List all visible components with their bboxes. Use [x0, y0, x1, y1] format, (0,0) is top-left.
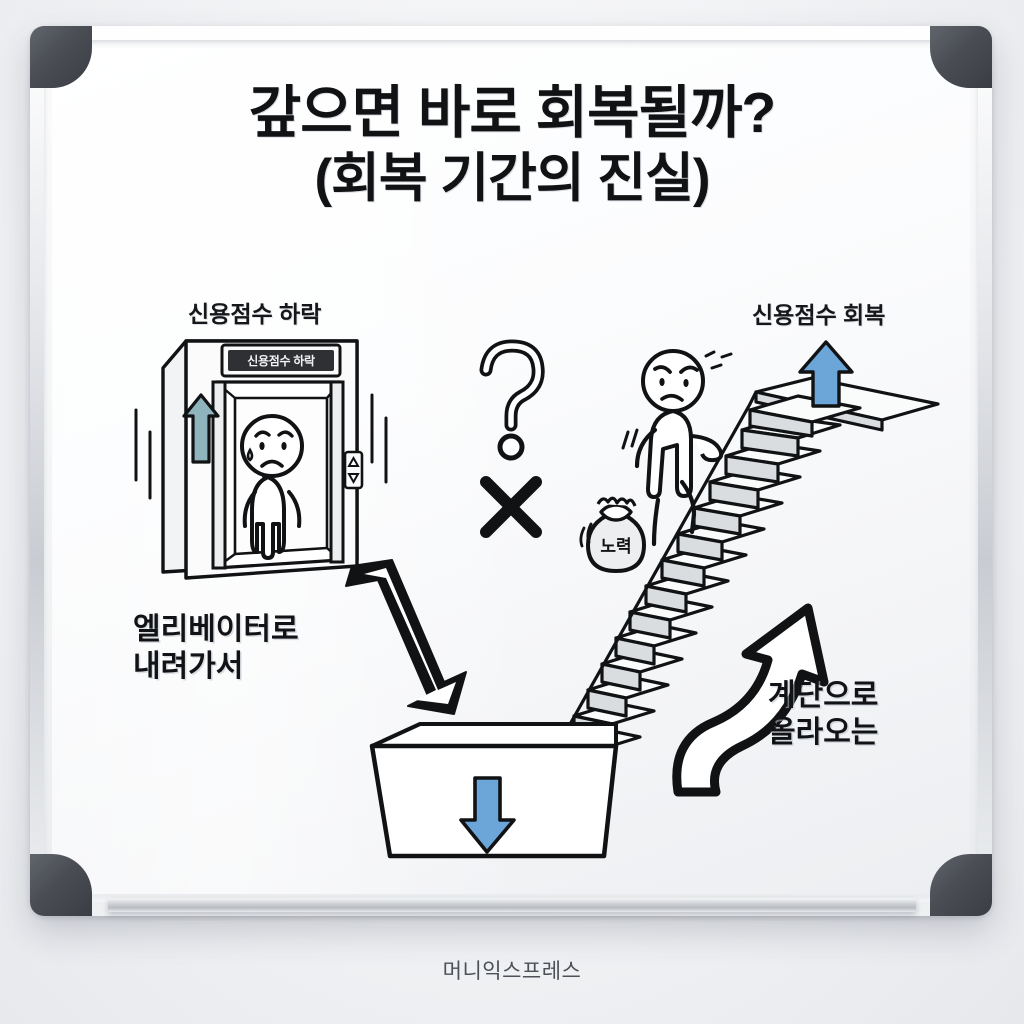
- climber-eye-right: [683, 379, 689, 387]
- caption-elevator-down: 엘리베이터로 내려가서: [133, 612, 299, 685]
- climber-arm-back: [634, 427, 658, 469]
- step-riser: [748, 408, 814, 438]
- elevator-button-down-icon[interactable]: [347, 473, 360, 485]
- caption-stairs-up: 계단으로 올라오는: [768, 678, 878, 751]
- figure-body: [250, 474, 286, 560]
- money-bag-tie: [596, 496, 637, 507]
- climber-sweat-marks: [704, 350, 733, 370]
- money-bag-motion-lines: [579, 522, 593, 548]
- effort-money-bag: [579, 496, 646, 573]
- descent-arrow-hollow: [364, 568, 456, 704]
- step-riser: [628, 610, 672, 640]
- stairs-climb-arrow-icon: [672, 603, 829, 797]
- climber-eyebrow-left: [653, 365, 672, 374]
- caption-stairs-line-1: 계단으로: [768, 679, 879, 712]
- climber-eyebrow-right: [679, 365, 699, 374]
- step-riser: [586, 688, 628, 718]
- money-bag-body: [586, 511, 646, 573]
- pit-top-rim: [370, 722, 618, 748]
- step-riser: [660, 558, 706, 588]
- step-riser: [676, 532, 724, 562]
- center-symbols: [479, 339, 545, 538]
- caption-elevator-line-2: 내려가서: [133, 649, 244, 683]
- money-bag-label-wrap: 노력: [588, 531, 644, 557]
- step-riser: [740, 428, 800, 458]
- elevator-display-text: 신용점수 하락: [247, 354, 315, 368]
- figure-eyebrow-right: [277, 430, 294, 438]
- debt-pit: [369, 722, 619, 859]
- figure-eye-right: [281, 442, 287, 450]
- figure-arm-left: [242, 490, 257, 528]
- climber-leg-back: [651, 497, 661, 547]
- question-mark-inner-highlight: [483, 343, 541, 428]
- climber-grimace-mouth: [660, 393, 684, 402]
- elevator-up-arrow-icon: [182, 393, 220, 464]
- money-bag-label: 노력: [600, 536, 632, 556]
- climber-eye-left: [659, 378, 665, 386]
- caption-elevator-line-1: 엘리베이터로: [133, 613, 299, 646]
- figure-eye-left: [259, 442, 265, 450]
- figure-frown-mouth: [260, 459, 284, 468]
- climber-body: [646, 409, 693, 499]
- figure-sweat-drop: [246, 447, 254, 462]
- cross-icon: [480, 476, 542, 538]
- elevator-call-panel[interactable]: [343, 450, 364, 490]
- credit-recovery-up-arrow-icon: [798, 340, 854, 408]
- step-riser: [708, 480, 760, 510]
- elevator-button-up-icon[interactable]: [347, 455, 360, 467]
- climbing-stick-figure: [621, 349, 733, 547]
- marker-tray: [108, 898, 916, 912]
- step-riser: [644, 584, 688, 614]
- question-mark-dot-icon: [497, 433, 525, 461]
- figure-head: [240, 414, 304, 478]
- step-riser: [724, 454, 780, 484]
- caption-stairs-line-2: 올라오는: [768, 715, 879, 749]
- climber-arm-front: [691, 434, 724, 463]
- elevator-door-right: [329, 380, 345, 564]
- elevator-motion-lines-right: [370, 393, 388, 484]
- elevator-descent-arrow-icon: [345, 559, 467, 715]
- money-bag-neck: [599, 503, 633, 522]
- climber-motion-lines: [621, 428, 639, 450]
- sad-stick-figure: [240, 414, 304, 560]
- label-credit-score-recovery: 신용점수 회복: [752, 302, 886, 328]
- elevator-illustration: [134, 339, 388, 580]
- label-credit-score-drop: 신용점수 하락: [188, 301, 322, 327]
- figure-arm-right: [287, 490, 302, 528]
- elevator-display-text-wrap: 신용점수 하락: [228, 351, 334, 370]
- climber-head: [641, 349, 705, 413]
- step-riser: [614, 636, 656, 666]
- figure-eyebrow-left: [254, 430, 271, 438]
- step-riser: [600, 662, 642, 692]
- elevator-motion-lines-left: [134, 408, 152, 500]
- stairs-illustration: [554, 340, 940, 771]
- credit-drop-down-arrow-icon: [459, 776, 516, 854]
- elevator-door-left: [211, 380, 227, 570]
- climber-leg-front: [679, 479, 697, 535]
- stairs-steps: [558, 394, 862, 770]
- elevator-display-screen: [228, 350, 334, 371]
- brand-watermark: 머니익스프레스: [442, 960, 582, 983]
